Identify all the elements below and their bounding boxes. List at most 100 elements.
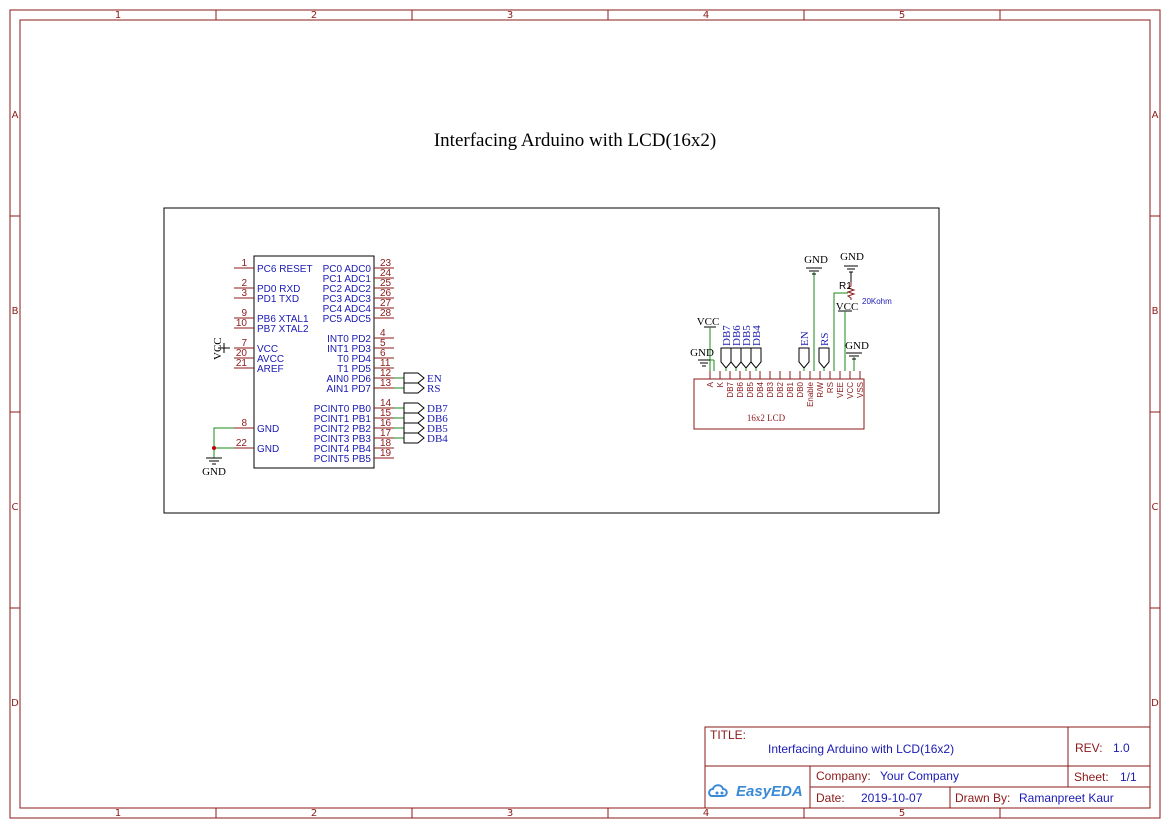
lcd-pin-name: DB5 [746, 381, 755, 397]
mcu-pin-number: 7 [241, 338, 247, 349]
mcu-pin-name: AREF [257, 364, 284, 375]
col-3-top: 3 [507, 10, 513, 21]
lcd-vcc-label: VCC [697, 316, 720, 328]
lcd-gnd-label-4: GND [845, 340, 869, 352]
lcd-pin-name: RS [826, 382, 835, 393]
lcd-port-flag [818, 347, 830, 369]
lcd-port-label: DB4 [751, 325, 763, 346]
mcu-pin-name: PCINT5 PB5 [314, 454, 372, 465]
mcu-port-flag [403, 422, 425, 434]
lcd-port-flag [730, 347, 742, 369]
company-value: Your Company [880, 769, 959, 783]
col-2-bottom: 2 [311, 808, 317, 819]
mcu-pin-name: GND [257, 444, 279, 455]
lcd-pin-name: DB1 [786, 381, 795, 397]
mcu-pin-name: PB6 XTAL1 [257, 314, 309, 325]
col-4-bottom: 4 [703, 808, 709, 819]
mcu-pin-number: 12 [380, 368, 392, 379]
mcu-pin-number: 15 [380, 408, 392, 419]
lcd-pin-name: VCC [846, 382, 855, 399]
mcu-port-flag [403, 432, 425, 444]
lcd-pin-name: K [716, 381, 725, 387]
lcd-pin-name: VSS [856, 382, 865, 398]
resistor-r1 [846, 282, 856, 300]
lcd-pin-name: DB2 [776, 381, 785, 397]
col-2-top: 2 [311, 10, 317, 21]
sheet-title: Interfacing Arduino with LCD(16x2) [434, 130, 716, 151]
col-5-bottom: 5 [899, 808, 905, 819]
lcd-pin-name: DB3 [766, 381, 775, 397]
mcu-body [253, 255, 375, 469]
mcu-port-label: DB4 [427, 433, 448, 445]
mcu-pin-name: PB7 XTAL2 [257, 324, 309, 335]
mcu-pin-number: 18 [380, 438, 392, 449]
mcu-pin-name: AVCC [257, 354, 284, 365]
rev-value: 1.0 [1113, 741, 1130, 755]
mcu-port-flag [403, 412, 425, 424]
mcu-pin-number: 5 [380, 338, 386, 349]
lcd-pin-name: DB4 [756, 381, 765, 397]
drawn-by-value: Ramanpreet Kaur [1019, 791, 1114, 805]
inner-border [19, 19, 1151, 809]
mcu-pin-name: PC3 ADC3 [323, 294, 372, 305]
mcu-port-label: RS [427, 383, 440, 395]
lcd-pin-name: VEE [836, 382, 845, 398]
mcu-pin-number: 10 [236, 318, 248, 329]
mcu-pin-number: 11 [380, 358, 391, 369]
mcu-pin-number: 13 [380, 378, 392, 389]
mcu-port-label: DB6 [427, 413, 448, 425]
mcu-pin-name: GND [257, 424, 279, 435]
mcu-pin-name: AIN1 PD7 [327, 384, 372, 395]
logo-text: EasyEDA [736, 783, 803, 800]
mcu-port-flag [403, 382, 425, 394]
outer-border [9, 9, 1161, 819]
lcd-port-flag [720, 347, 732, 369]
col-4-top: 4 [703, 10, 709, 21]
col-3-bottom: 3 [507, 808, 513, 819]
mcu-pin-name: PC5 ADC5 [323, 314, 372, 325]
mcu-pin-name: PC0 ADC0 [323, 264, 372, 275]
zone-markers: 1 2 3 4 5 1 2 3 4 5 A B C D A B C D [10, 10, 1160, 819]
mcu-pin-number: 9 [241, 308, 247, 319]
mcu-pin-name: PCINT1 PB1 [314, 414, 372, 425]
mcu-pin-name: T1 PD5 [337, 364, 371, 375]
mcu-port-label: EN [427, 373, 442, 385]
mcu-pin-name: PCINT4 PB4 [314, 444, 372, 455]
row-b-right: B [1152, 306, 1159, 317]
lcd-port-label: DB5 [741, 325, 753, 346]
lcd-pin-name: R/W [816, 382, 825, 398]
lcd-pin-name: A [706, 381, 715, 387]
lcd-body [693, 378, 865, 430]
lcd-gnd-label-2: GND [804, 254, 828, 266]
lcd-port-flag [798, 347, 810, 369]
date-value: 2019-10-07 [861, 791, 923, 805]
row-d-left: D [11, 698, 19, 709]
mcu-pin-number: 24 [380, 268, 392, 279]
mcu-pin-number: 16 [380, 418, 392, 429]
mcu-pin-name: PC4 ADC4 [323, 304, 372, 315]
drawing-frame [163, 207, 940, 514]
mcu-pin-name: PCINT3 PB3 [314, 434, 372, 445]
mcu-pin-number: 20 [236, 348, 248, 359]
lcd-pin-name: Enable [806, 381, 815, 406]
date-label: Date: [816, 791, 845, 805]
mcu-pin-number: 2 [241, 278, 247, 289]
mcu-pin-number: 26 [380, 288, 392, 299]
mcu-pin-name: PCINT0 PB0 [314, 404, 372, 415]
row-c-right: C [1152, 502, 1159, 513]
title-label: TITLE: [710, 728, 746, 742]
mcu-pin-number: 1 [241, 258, 247, 269]
mcu-pin-number: 6 [380, 348, 386, 359]
rev-label: REV: [1075, 741, 1103, 755]
row-a-left: A [12, 110, 19, 121]
lcd-gnd-label-3: GND [840, 251, 864, 263]
mcu-pin-number: 21 [236, 358, 248, 369]
sheet-label: Sheet: [1074, 770, 1109, 784]
lcd-pin-name: DB6 [736, 381, 745, 397]
mcu-pin-number: 19 [380, 448, 392, 459]
